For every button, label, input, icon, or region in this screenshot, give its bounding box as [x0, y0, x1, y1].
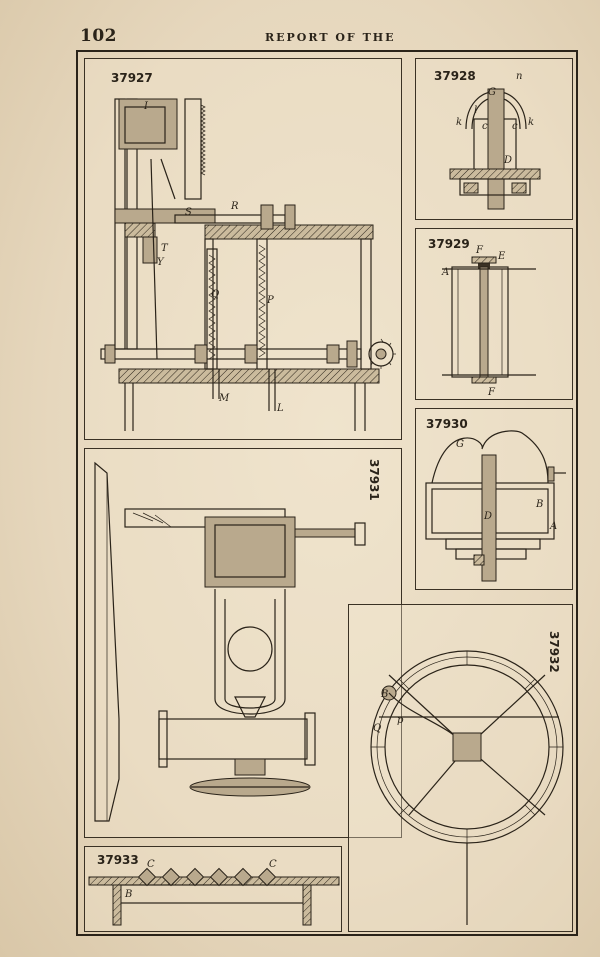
- svg-text:T: T: [161, 243, 169, 254]
- svg-text:Q: Q: [211, 289, 219, 300]
- figure-37933-drawing: C C B: [88, 859, 340, 926]
- svg-text:L: L: [276, 403, 284, 414]
- svg-text:D: D: [483, 511, 492, 522]
- svg-text:n: n: [516, 71, 522, 82]
- svg-text:Y: Y: [157, 257, 165, 268]
- svg-text:p: p: [397, 715, 404, 726]
- svg-text:C: C: [269, 859, 277, 870]
- svg-text:C: C: [147, 859, 155, 870]
- figure-number: 37933: [97, 853, 139, 867]
- figure-37930-drawing: G B A D: [425, 430, 566, 582]
- svg-text:P: P: [266, 295, 274, 306]
- figure-37930: 37930 G B A D: [415, 408, 573, 590]
- figure-37928: 37928 n G l k k c c D: [415, 58, 573, 220]
- figure-37931-drawing: [94, 461, 366, 822]
- figure-number: 37929: [428, 237, 470, 251]
- figure-number: 37928: [434, 69, 476, 83]
- svg-text:F: F: [475, 245, 484, 256]
- svg-text:k: k: [528, 117, 534, 128]
- svg-text:F: F: [487, 387, 496, 398]
- svg-text:k: k: [456, 117, 462, 128]
- svg-text:M: M: [218, 393, 230, 404]
- figure-37927: 37927: [84, 58, 402, 440]
- svg-text:A: A: [441, 267, 449, 278]
- page-number: 102: [80, 26, 117, 46]
- figure-37932-drawing: B p Q: [370, 650, 564, 925]
- svg-text:Q: Q: [373, 723, 381, 734]
- patent-plate: 37927: [76, 50, 578, 936]
- svg-text:D: D: [503, 155, 512, 166]
- page-header: 102 REPORT OF THE: [0, 26, 600, 50]
- figure-37932: 37932 B p Q: [348, 604, 573, 932]
- svg-text:I: I: [143, 101, 149, 112]
- svg-text:E: E: [497, 251, 506, 262]
- figure-number: 37927: [111, 71, 153, 85]
- svg-text:A: A: [549, 521, 557, 532]
- figure-37928-drawing: n G l k k c c D: [449, 71, 541, 210]
- svg-text:G: G: [488, 87, 496, 98]
- svg-text:B: B: [124, 889, 132, 900]
- figure-37927-drawing: I R S T Y Q P M L: [100, 98, 396, 431]
- svg-text:B: B: [380, 689, 388, 700]
- svg-text:c: c: [512, 121, 518, 132]
- svg-text:R: R: [230, 201, 239, 212]
- svg-text:G: G: [456, 439, 464, 450]
- figure-37929: 37929 F E A F: [415, 228, 573, 400]
- svg-text:c: c: [482, 121, 488, 132]
- svg-text:S: S: [185, 207, 192, 218]
- figure-37929-drawing: F E A F: [441, 245, 536, 398]
- svg-text:B: B: [535, 499, 543, 510]
- running-head: REPORT OF THE: [265, 31, 396, 44]
- figure-number: 37930: [426, 417, 468, 431]
- figure-37933: 37933 C C B: [84, 846, 342, 932]
- svg-text:l: l: [474, 105, 477, 116]
- figure-37931: 37931: [84, 448, 402, 838]
